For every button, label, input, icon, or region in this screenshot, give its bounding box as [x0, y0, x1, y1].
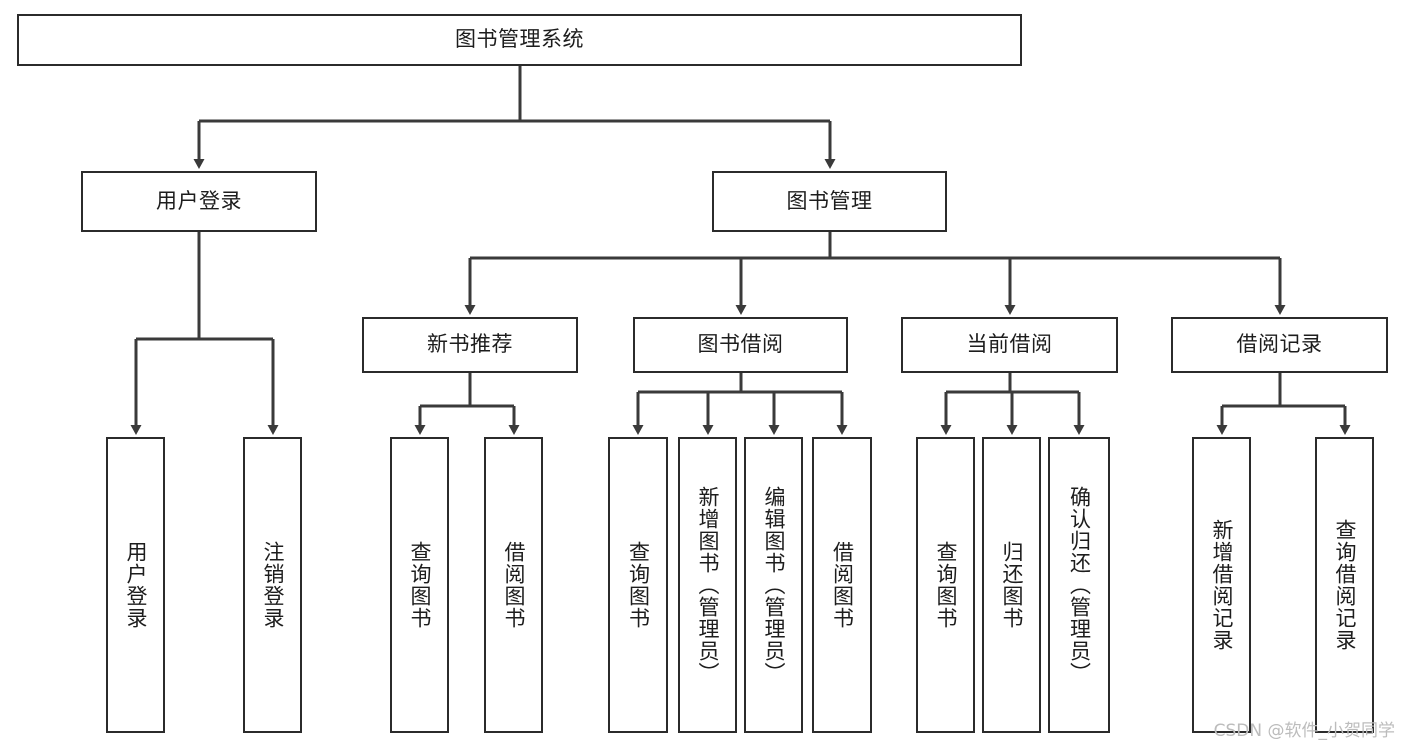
node-label: 用户登录 [123, 541, 148, 629]
node-label: 确认归还（管理员） [1067, 486, 1092, 684]
node-label: 查询图书 [933, 541, 958, 629]
node-leaf-borrow-book-2[interactable]: 借阅图书 [812, 437, 872, 733]
node-leaf-return-book[interactable]: 归还图书 [982, 437, 1041, 733]
node-label: 查询图书 [626, 541, 651, 629]
node-leaf-query-book-3[interactable]: 查询图书 [916, 437, 975, 733]
node-leaf-query-borrow-record[interactable]: 查询借阅记录 [1315, 437, 1374, 733]
node-label: 借阅记录 [1236, 332, 1323, 357]
node-label: 图书管理系统 [455, 27, 584, 52]
node-book-manage[interactable]: 图书管理 [712, 171, 947, 232]
node-label: 归还图书 [999, 541, 1024, 629]
node-label: 新增图书（管理员） [695, 486, 720, 684]
node-leaf-confirm-return-admin[interactable]: 确认归还（管理员） [1048, 437, 1110, 733]
node-label: 图书借阅 [697, 332, 784, 357]
node-user-login[interactable]: 用户登录 [81, 171, 317, 232]
node-leaf-query-book-1[interactable]: 查询图书 [390, 437, 449, 733]
node-label: 新增借阅记录 [1209, 519, 1234, 651]
node-label: 用户登录 [156, 188, 242, 213]
node-borrow-record[interactable]: 借阅记录 [1171, 317, 1388, 373]
node-label: 借阅图书 [830, 541, 855, 629]
node-label: 新书推荐 [427, 332, 513, 357]
node-leaf-logout[interactable]: 注销登录 [243, 437, 302, 733]
node-leaf-add-borrow-record[interactable]: 新增借阅记录 [1192, 437, 1251, 733]
node-leaf-user-login[interactable]: 用户登录 [106, 437, 165, 733]
node-label: 查询借阅记录 [1332, 519, 1357, 651]
node-label: 图书管理 [786, 188, 873, 213]
watermark-text: CSDN @软件_小贺同学 [1213, 721, 1395, 741]
node-root[interactable]: 图书管理系统 [17, 14, 1022, 66]
node-label: 借阅图书 [501, 541, 526, 629]
node-leaf-add-book-admin[interactable]: 新增图书（管理员） [678, 437, 737, 733]
node-book-borrow[interactable]: 图书借阅 [633, 317, 848, 373]
node-leaf-edit-book-admin[interactable]: 编辑图书（管理员） [744, 437, 803, 733]
node-leaf-borrow-book-1[interactable]: 借阅图书 [484, 437, 543, 733]
node-leaf-query-book-2[interactable]: 查询图书 [608, 437, 668, 733]
node-new-book-rec[interactable]: 新书推荐 [362, 317, 578, 373]
node-label: 当前借阅 [966, 332, 1053, 357]
node-current-borrow[interactable]: 当前借阅 [901, 317, 1118, 373]
node-label: 编辑图书（管理员） [761, 486, 786, 684]
node-label: 查询图书 [407, 541, 432, 629]
connector-group [130, 66, 1351, 435]
node-label: 注销登录 [260, 541, 285, 629]
